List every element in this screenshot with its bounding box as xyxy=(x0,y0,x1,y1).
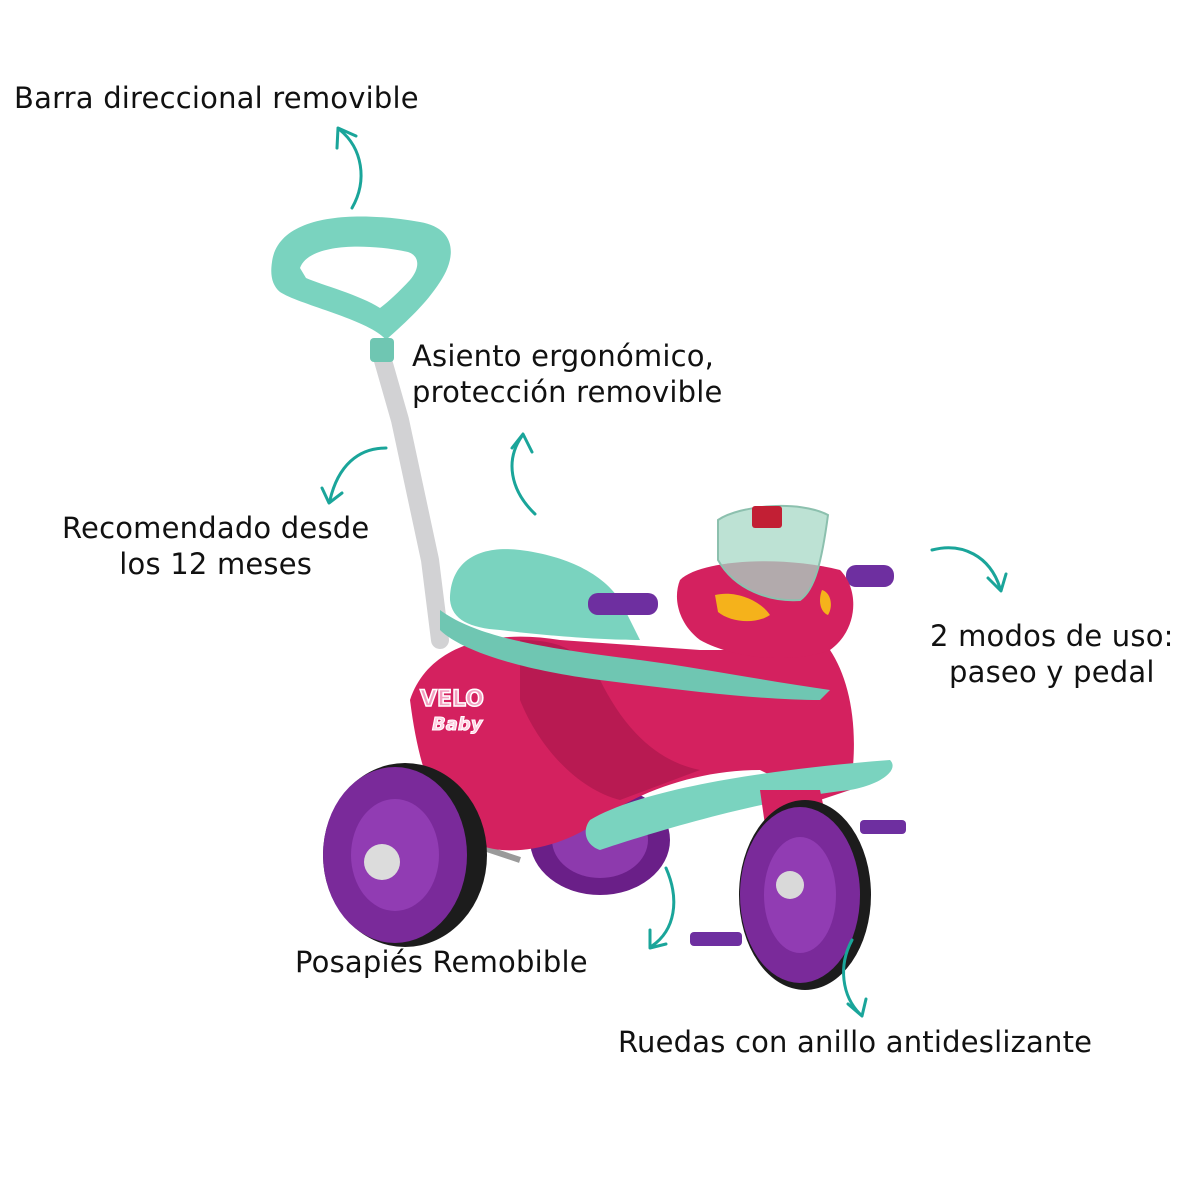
label-modos-line1: 2 modos de uso: xyxy=(930,619,1174,653)
left-pedal xyxy=(690,932,742,946)
label-recomendado-line2: los 12 meses xyxy=(119,547,313,582)
velo-baby-logo: VELO Baby xyxy=(419,686,485,735)
logo-text-baby: Baby xyxy=(432,714,484,735)
right-grip xyxy=(846,565,894,587)
arrow-ruedas-icon xyxy=(842,938,868,1018)
seat xyxy=(440,549,830,700)
arrow-posapies-icon xyxy=(648,866,676,950)
label-modos-de-uso: 2 modos de uso: paseo y pedal xyxy=(930,618,1174,691)
right-pedal xyxy=(860,820,906,834)
label-posapies-text: Posapiés Remobible xyxy=(295,945,588,979)
footrest xyxy=(585,760,893,850)
label-asiento: Asiento ergonómico, protección removible xyxy=(412,338,723,411)
left-grip xyxy=(588,593,658,615)
label-barra-text: Barra direccional removible xyxy=(14,81,419,115)
label-recomendado-line1: Recomendado desde xyxy=(62,511,370,545)
arrow-recomendado-icon xyxy=(320,446,388,505)
front-fairing xyxy=(676,505,854,659)
rear-left-wheel xyxy=(323,763,487,947)
label-modos-line2: paseo y pedal xyxy=(949,655,1155,690)
label-ruedas-text: Ruedas con anillo antideslizante xyxy=(618,1025,1093,1059)
front-wheel xyxy=(739,800,871,990)
label-ruedas: Ruedas con anillo antideslizante xyxy=(618,1024,1092,1060)
label-recomendado: Recomendado desde los 12 meses xyxy=(62,510,369,583)
label-posapies: Posapiés Remobible xyxy=(295,944,588,980)
arrow-asiento-icon xyxy=(510,432,537,516)
push-handle xyxy=(271,216,451,362)
arrow-modos-icon xyxy=(930,546,1008,593)
logo-text-velo: VELO xyxy=(420,687,484,712)
label-asiento-line2: protección removible xyxy=(412,375,723,410)
push-bar xyxy=(371,341,449,649)
arrow-barra-icon xyxy=(335,126,363,210)
label-asiento-line1: Asiento ergonómico, xyxy=(412,339,715,373)
label-barra-direccional: Barra direccional removible xyxy=(14,80,419,116)
